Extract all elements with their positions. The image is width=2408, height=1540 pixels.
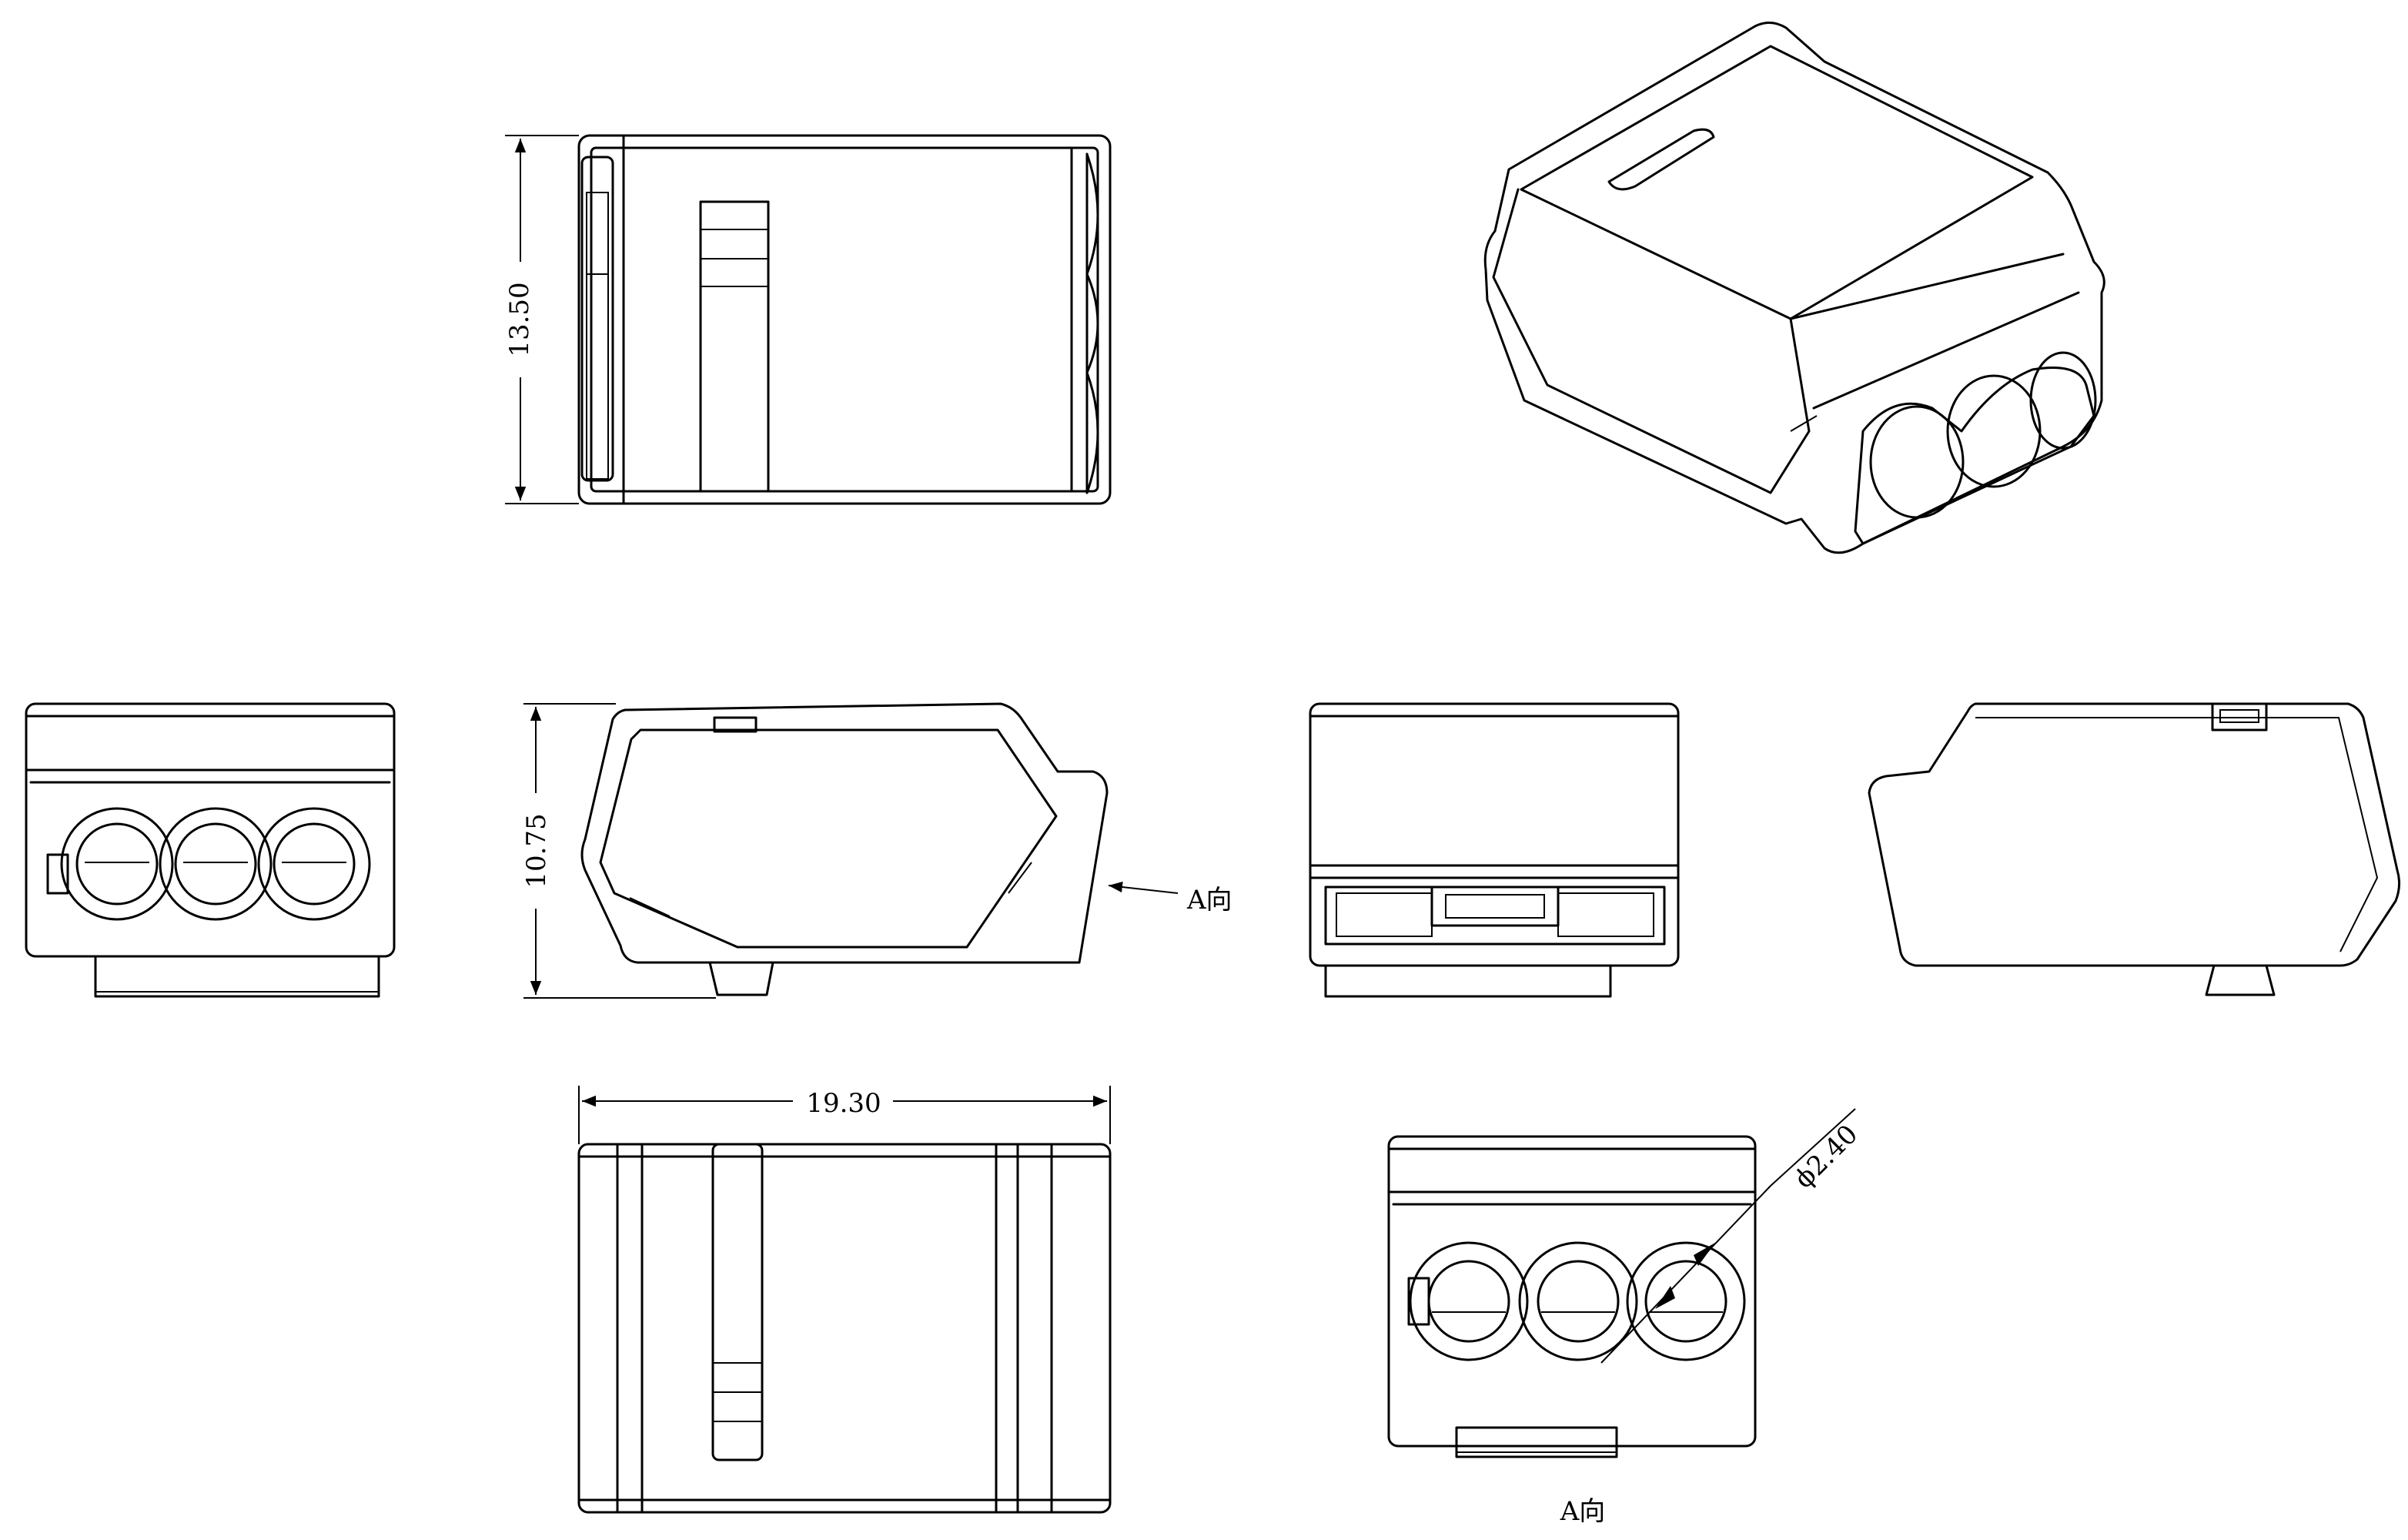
bottom-view bbox=[577, 1143, 1112, 1514]
view-a-label: A向 bbox=[1560, 1496, 1606, 1527]
view-a-caption: A向 bbox=[1560, 1496, 1606, 1527]
view-a bbox=[1387, 1135, 1757, 1458]
dim-label-10-75: 10.75 bbox=[521, 813, 552, 888]
front-view-left bbox=[25, 702, 396, 998]
dimension-width-bottom: 19.30 bbox=[578, 1086, 1111, 1144]
top-view bbox=[577, 134, 1112, 505]
side-view-right bbox=[1868, 702, 2401, 996]
view-arrow-label: A向 bbox=[1186, 885, 1232, 916]
dimension-height-side: 10.75 bbox=[517, 703, 716, 999]
side-view bbox=[580, 702, 1109, 996]
view-direction-arrow: A向 bbox=[1108, 881, 1232, 916]
dimension-height-top: 13.50 bbox=[500, 135, 579, 504]
dim-label-13-50: 13.50 bbox=[504, 282, 535, 357]
dim-label-19-30: 19.30 bbox=[806, 1088, 881, 1119]
dim-label-diameter: ϕ2.40 bbox=[1788, 1119, 1864, 1194]
rear-view bbox=[1309, 702, 1680, 998]
isometric-view bbox=[1483, 22, 2105, 554]
dimension-hole-diameter: ϕ2.40 bbox=[1600, 1108, 1864, 1364]
